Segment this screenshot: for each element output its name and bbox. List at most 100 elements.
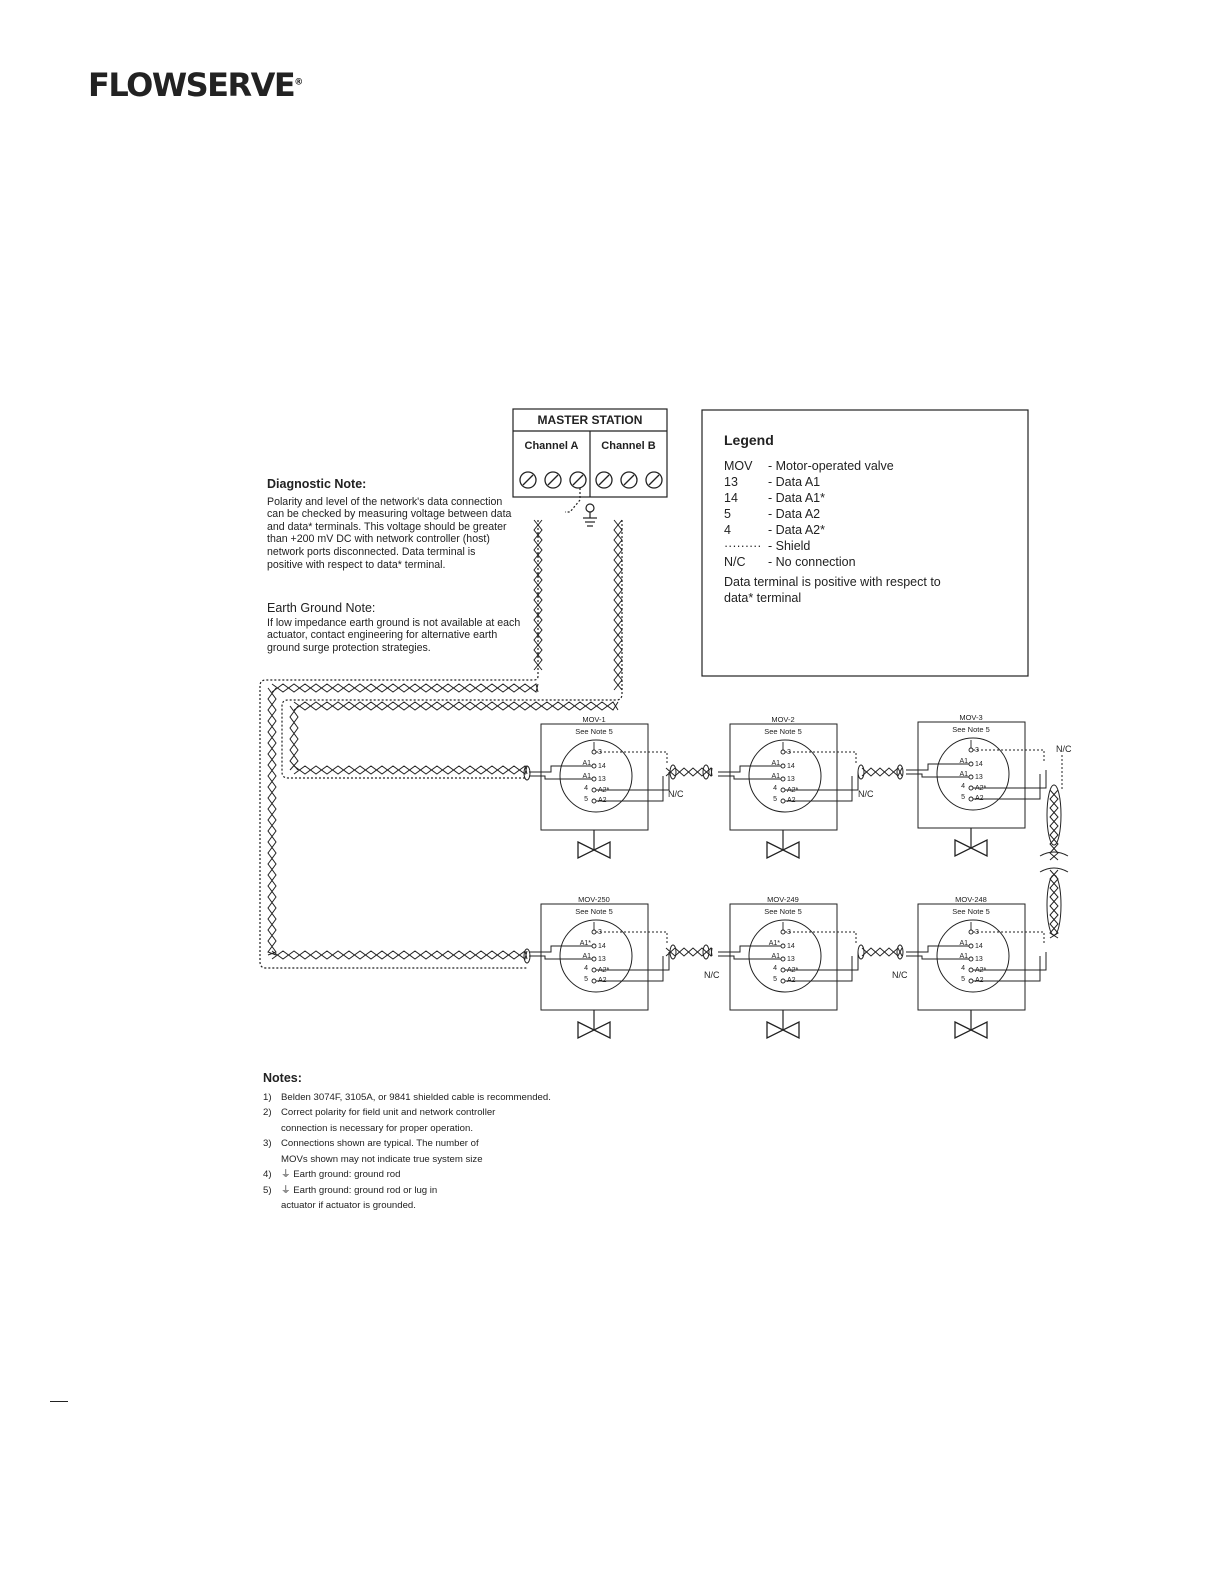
earth-ground-note-line: If low impedance earth ground is not ava… (267, 616, 521, 629)
mov-terminal-ring (936, 737, 1010, 811)
earth-ground-icon: ⏚ (281, 1184, 294, 1196)
legend-desc: - Motor-operated valve (768, 459, 894, 473)
mov-terminal (968, 978, 974, 984)
cable-end (896, 764, 904, 780)
nc-label: N/C (892, 970, 908, 980)
cable-end (669, 764, 677, 780)
terminal-slot (598, 474, 610, 486)
terminal-label: A1 (582, 773, 591, 780)
mov-terminal-ring (559, 919, 633, 993)
terminal-label: A1 (959, 940, 968, 947)
bus-cable-left (267, 687, 277, 956)
page-marker (50, 1401, 68, 1402)
note-item: 5)⏚ Earth ground: ground rod or lug in (263, 1184, 438, 1196)
legend-row: 4- Data A2* (724, 522, 1014, 538)
diagnostic-note: Diagnostic Note: Polarity and level of t… (267, 478, 522, 571)
legend-row: ·········- Shield (724, 538, 1014, 554)
master-station-title: MASTER STATION (537, 413, 643, 427)
channel-a-cable (533, 519, 543, 671)
data-wire (973, 956, 1041, 982)
earth-ground-note-line: actuator, contact engineering for altern… (267, 629, 498, 642)
mov-terminal (968, 956, 974, 962)
bus-cable-inner-left (289, 705, 299, 771)
legend-footer: data* terminal (724, 591, 802, 605)
master-ground-icon (583, 503, 597, 527)
terminal-label: 4 (584, 965, 588, 972)
bus-cable-bottom (271, 950, 528, 960)
mov-name: MOV-1 (582, 715, 605, 724)
mov-note: See Note 5 (575, 907, 613, 916)
terminal-slot (623, 474, 635, 486)
data-wire (785, 772, 859, 791)
legend-desc: - No connection (768, 555, 856, 569)
mov-terminal (591, 943, 597, 949)
mov-terminal (591, 798, 597, 804)
terminal-num: 14 (787, 943, 795, 950)
legend-desc: - Data A2 (768, 507, 821, 521)
mov-terminal (968, 796, 974, 802)
mov-terminal (968, 929, 974, 935)
legend-desc: - Shield (768, 539, 811, 553)
data-wire (785, 956, 853, 982)
return-cable (1049, 789, 1059, 861)
earth-ground-note: Earth Ground Note: If low impedance eart… (267, 602, 527, 654)
nc-label: N/C (858, 789, 874, 799)
mov-terminal (780, 798, 786, 804)
diagnostic-note-heading: Diagnostic Note: (267, 477, 367, 491)
terminal-label: A1 (771, 760, 780, 767)
legend-box (701, 409, 1029, 677)
mov-terminal (591, 978, 597, 984)
nc-label: N/C (704, 970, 720, 980)
diagnostic-note-line: network ports disconnected. Data termina… (267, 545, 476, 558)
mov-terminal (780, 787, 786, 793)
cable-end (702, 944, 710, 960)
mov-link-cable (861, 947, 903, 957)
mov-terminal (780, 929, 786, 935)
terminal-label: 5 (773, 796, 777, 803)
mov-link-cable (665, 766, 713, 777)
mov-terminal (591, 749, 597, 755)
mov-terminal (968, 967, 974, 973)
terminal-num: 14 (975, 761, 983, 768)
cable-sheath (1046, 784, 1062, 846)
legend-key: MOV (724, 459, 753, 473)
mov-terminal (968, 943, 974, 949)
legend-row: 14- Data A1* (724, 490, 1014, 506)
mov-note: See Note 5 (575, 727, 613, 736)
terminal-num: 13 (787, 956, 795, 963)
mov-terminal (591, 787, 597, 793)
bus-cable-bottom (271, 950, 528, 960)
legend-key: 13 (724, 475, 738, 489)
data-wire (596, 772, 670, 791)
terminal-label: A1 (582, 760, 591, 767)
mov-name: MOV-2 (771, 715, 794, 724)
cable-end (896, 944, 904, 960)
mov-terminal (780, 763, 786, 769)
note-item: 2)Correct polarity for field unit and ne… (263, 1107, 496, 1118)
data-wire (973, 770, 1047, 789)
flowserve-logo: FLOWSERVE® (88, 66, 304, 104)
terminal-num: 14 (598, 943, 606, 950)
terminal-num: 13 (787, 776, 795, 783)
mov-terminal (780, 956, 786, 962)
legend-key: 5 (724, 507, 731, 521)
terminal-label: 4 (773, 965, 777, 972)
data-wire (718, 945, 781, 953)
return-cable (1049, 869, 1059, 939)
mov-name: MOV-250 (578, 895, 610, 904)
mov-terminal (968, 747, 974, 753)
notes: Notes: 1)Belden 3074F, 3105A, or 9841 sh… (263, 1071, 583, 1214)
legend-desc: - Data A1* (768, 491, 825, 505)
cable-end (523, 765, 531, 781)
mov-terminal (780, 749, 786, 755)
mov-name: MOV-3 (959, 713, 982, 722)
data-wire (718, 765, 781, 773)
mov-link-cable (665, 767, 713, 778)
terminal-label: A1* (580, 940, 592, 947)
break-mark (1039, 851, 1069, 857)
legend-row: 13- Data A1 (724, 474, 1014, 490)
mov-terminal-ring (936, 919, 1010, 993)
